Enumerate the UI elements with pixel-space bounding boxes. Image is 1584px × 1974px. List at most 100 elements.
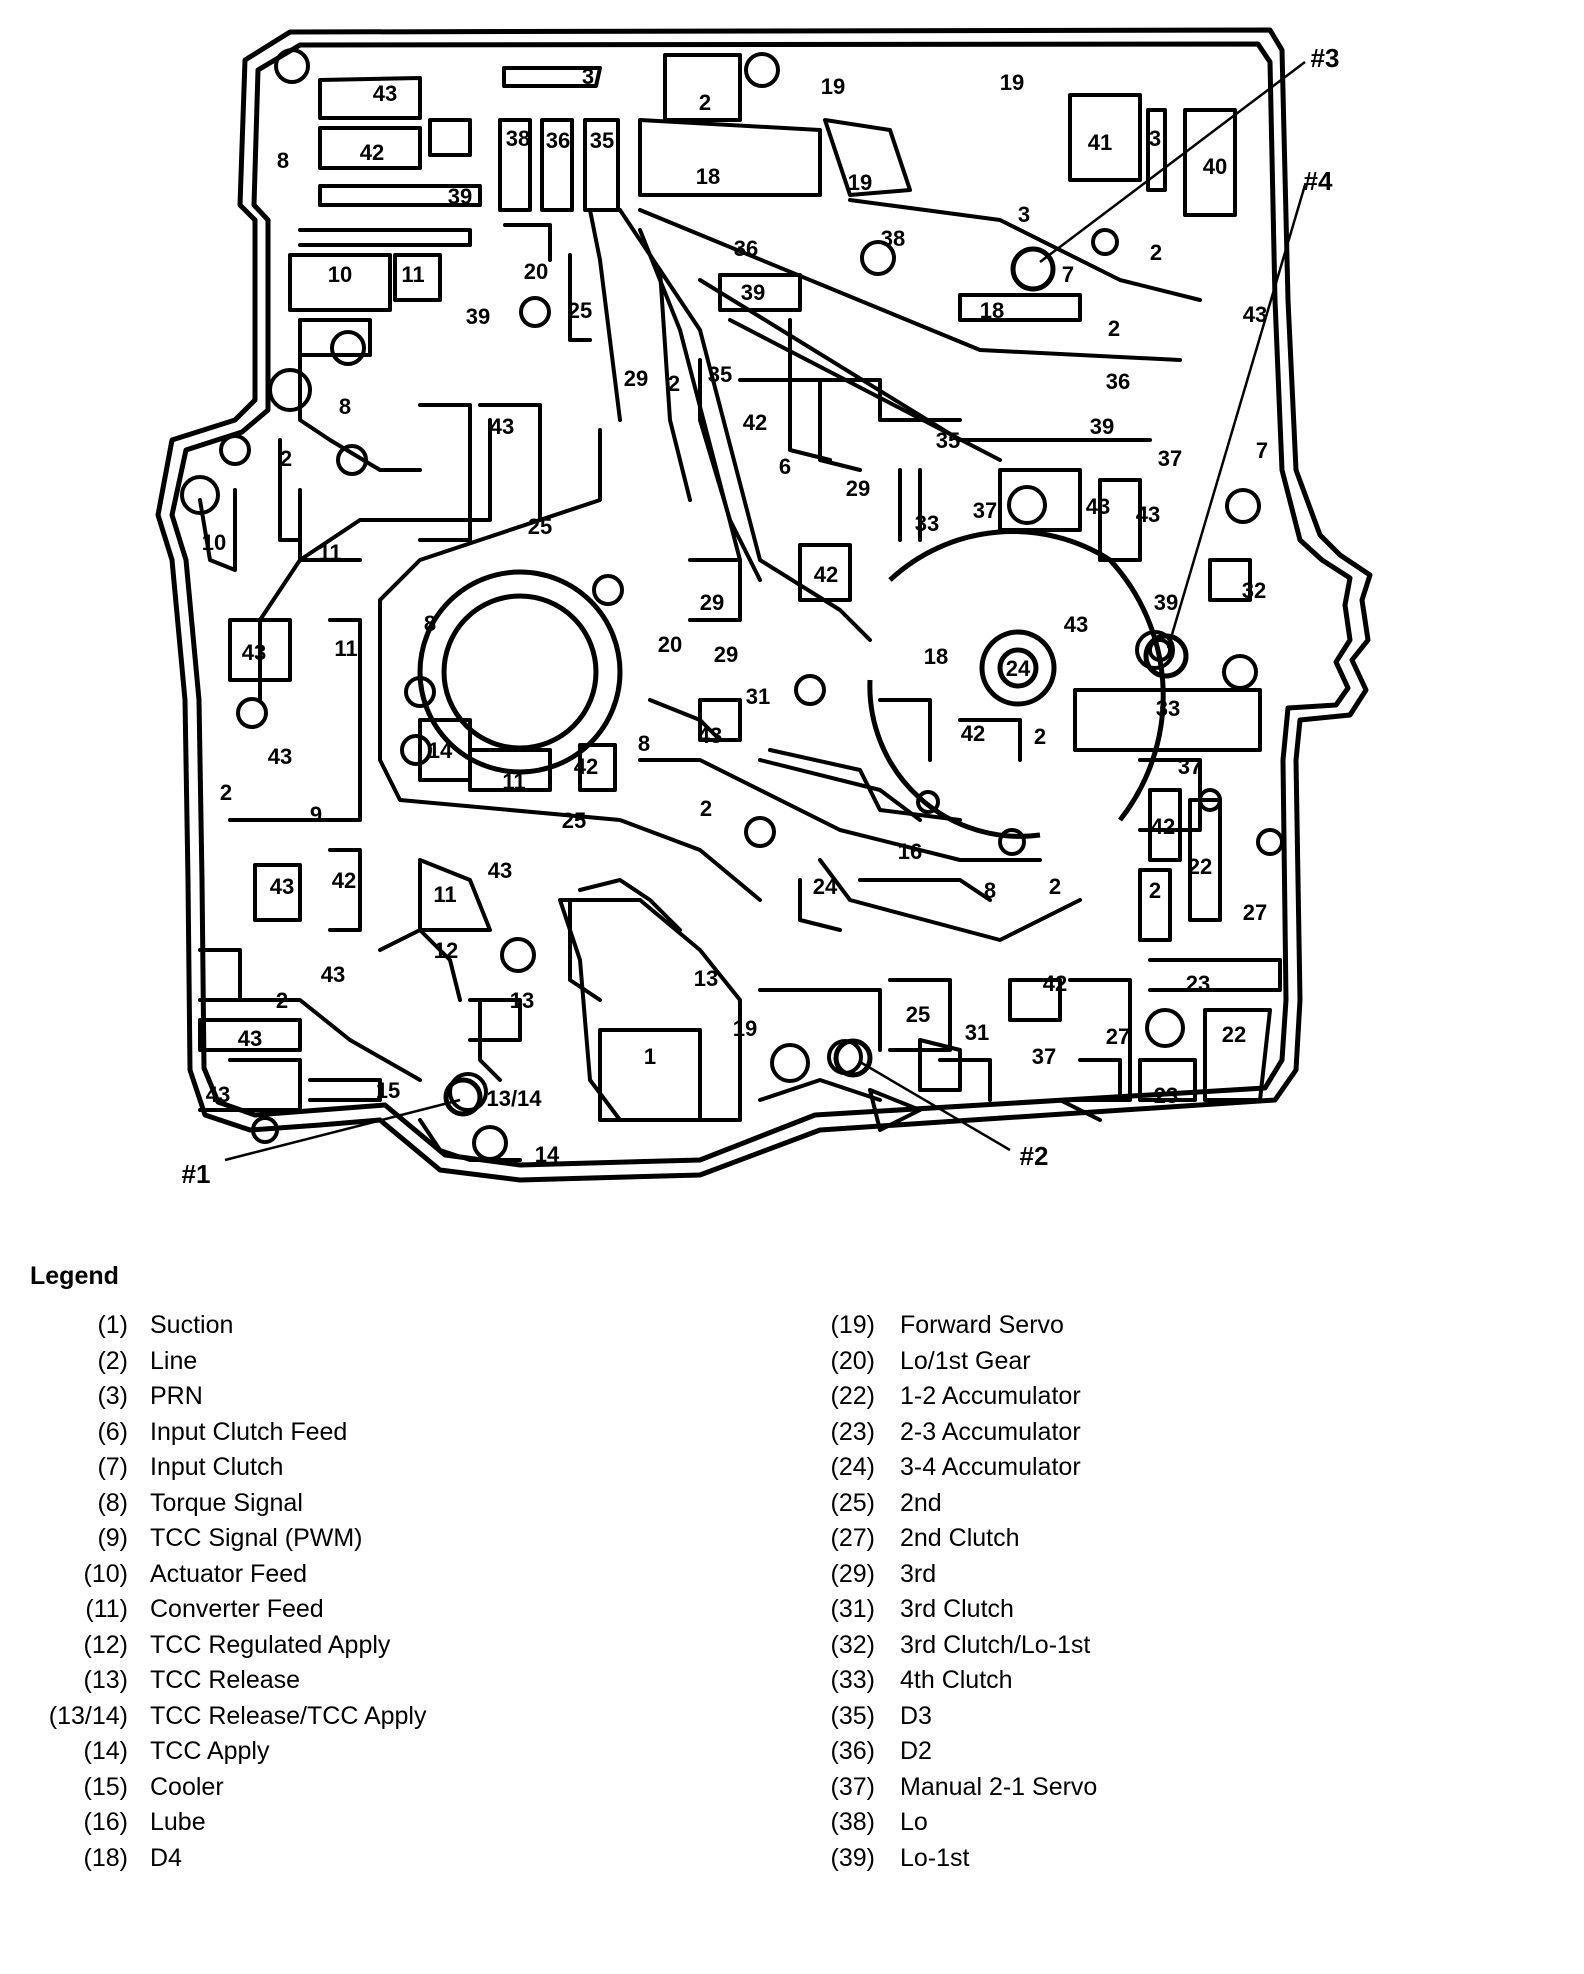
part-label: 43	[270, 874, 294, 899]
part-label: 11	[334, 636, 357, 661]
legend-description: TCC Signal (PWM)	[150, 1524, 363, 1552]
legend-row: (12)TCC Regulated Apply	[0, 1628, 760, 1662]
part-label: 20	[524, 259, 548, 284]
legend-code: (20)	[830, 1346, 875, 1375]
legend-code: (27)	[830, 1524, 875, 1552]
legend-description: Lo/1st Gear	[900, 1346, 1031, 1375]
part-label: 8	[277, 148, 289, 173]
legend-row: (20) Lo/1st Gear	[800, 1344, 1560, 1378]
legend-description: D2	[900, 1737, 932, 1765]
part-label: 2	[699, 90, 711, 115]
callout-label-2: #2	[1020, 1141, 1049, 1171]
part-label: 18	[924, 644, 948, 669]
legend-description: PRN	[150, 1382, 203, 1410]
passages	[198, 53, 1282, 1162]
legend-description: Torque Signal	[150, 1488, 303, 1517]
plate-outline	[155, 27, 1373, 1183]
part-label: 2	[1108, 316, 1120, 341]
part-label: 13/14	[486, 1086, 542, 1111]
legend-description: D3	[900, 1701, 932, 1730]
part-label: 22	[1222, 1022, 1246, 1047]
part-label: 35	[708, 362, 732, 387]
part-label: 11	[318, 540, 341, 565]
part-label: 29	[846, 476, 870, 501]
part-label: 43	[1086, 494, 1110, 519]
part-label: 39	[448, 184, 472, 209]
part-label: 7	[1256, 438, 1268, 463]
part-label: 37	[1178, 754, 1202, 779]
legend-description: Converter Feed	[150, 1595, 324, 1623]
part-label: 32	[1242, 578, 1266, 603]
legend-row: (32)3rd Clutch/Lo-1st	[800, 1628, 1560, 1662]
part-label: 8	[424, 611, 436, 636]
part-label: 43	[488, 858, 512, 883]
legend-code: (32)	[830, 1630, 875, 1659]
part-label: 18	[980, 298, 1004, 323]
legend-description: Lube	[150, 1808, 206, 1836]
part-label: 43	[698, 723, 722, 748]
part-label: 41	[1088, 130, 1112, 155]
legend-row: (2)Line	[0, 1344, 760, 1378]
legend-code: (29)	[830, 1559, 875, 1588]
legend-code: (38)	[830, 1808, 875, 1836]
legend-description: TCC Release/TCC Apply	[150, 1701, 427, 1730]
legend-code: (10)	[83, 1559, 128, 1588]
part-label: 29	[624, 366, 648, 391]
part-label: 8	[638, 731, 650, 756]
part-label: 3	[1018, 202, 1030, 227]
legend-description: 4th Clutch	[900, 1666, 1013, 1694]
legend-code: (12)	[83, 1630, 128, 1659]
legend-row: (16)Lube	[0, 1805, 760, 1839]
part-label: 19	[1000, 70, 1024, 95]
legend-code: (33)	[830, 1666, 875, 1694]
callout-leaders	[224, 61, 1307, 1162]
part-label: 7	[1062, 262, 1074, 287]
legend-row: (18)D4	[0, 1841, 760, 1875]
part-label: 37	[1158, 446, 1182, 471]
legend-code: (15)	[83, 1772, 128, 1801]
part-labels: 43 3 2 19 19 8 42 38 36 35 18 19 41 3 40…	[202, 64, 1268, 1167]
part-label: 43	[490, 414, 514, 439]
legend-row: (35)D3	[800, 1699, 1560, 1733]
part-label: 33	[915, 511, 939, 536]
part-label: 25	[906, 1002, 930, 1027]
part-label: 40	[1203, 154, 1227, 179]
legend-description: 3rd	[900, 1559, 937, 1588]
legend-code: (2)	[97, 1346, 128, 1375]
legend-description: Input Clutch Feed	[150, 1417, 348, 1446]
legend-code: (22)	[830, 1382, 875, 1410]
legend-code: (1)	[97, 1311, 128, 1339]
part-label: 38	[881, 226, 905, 251]
part-label: 2	[276, 988, 288, 1013]
part-label: 23	[1154, 1083, 1178, 1108]
part-label: 36	[734, 236, 758, 261]
legend-row: (27)2nd Clutch	[800, 1521, 1560, 1555]
legend-code: (24)	[830, 1453, 875, 1481]
part-label: 42	[743, 410, 767, 435]
legend-code: (9)	[97, 1524, 128, 1552]
part-label: 22	[1188, 854, 1212, 879]
part-label: 8	[984, 878, 996, 903]
part-label: 24	[1006, 656, 1031, 681]
legend-row: (31)3rd Clutch	[800, 1592, 1560, 1626]
legend-row: (19)Forward Servo	[800, 1308, 1560, 1342]
part-label: 2	[668, 371, 680, 396]
part-label: 12	[434, 938, 458, 963]
legend-row: (37)Manual 2-1 Servo	[800, 1770, 1560, 1804]
valve-body-diagram: 43 3 2 19 19 8 42 38 36 35 18 19 41 3 40…	[155, 27, 1373, 1189]
legend-description: 2-3 Accumulator	[900, 1417, 1081, 1446]
legend-description: Forward Servo	[900, 1311, 1064, 1339]
part-label: 27	[1243, 900, 1267, 925]
part-label: 39	[1154, 590, 1178, 615]
part-label: 35	[936, 428, 960, 453]
part-label: 19	[848, 170, 872, 195]
legend-row: (23)2-3 Accumulator	[800, 1415, 1560, 1449]
legend-row: (1)Suction	[0, 1308, 760, 1342]
part-label: 19	[821, 74, 845, 99]
part-label: 29	[714, 642, 738, 667]
part-label: 36	[1106, 369, 1130, 394]
part-label: 43	[268, 744, 292, 769]
part-label: 42	[814, 562, 838, 587]
legend-row: (25)2nd	[800, 1486, 1560, 1520]
part-label: 13	[694, 966, 718, 991]
